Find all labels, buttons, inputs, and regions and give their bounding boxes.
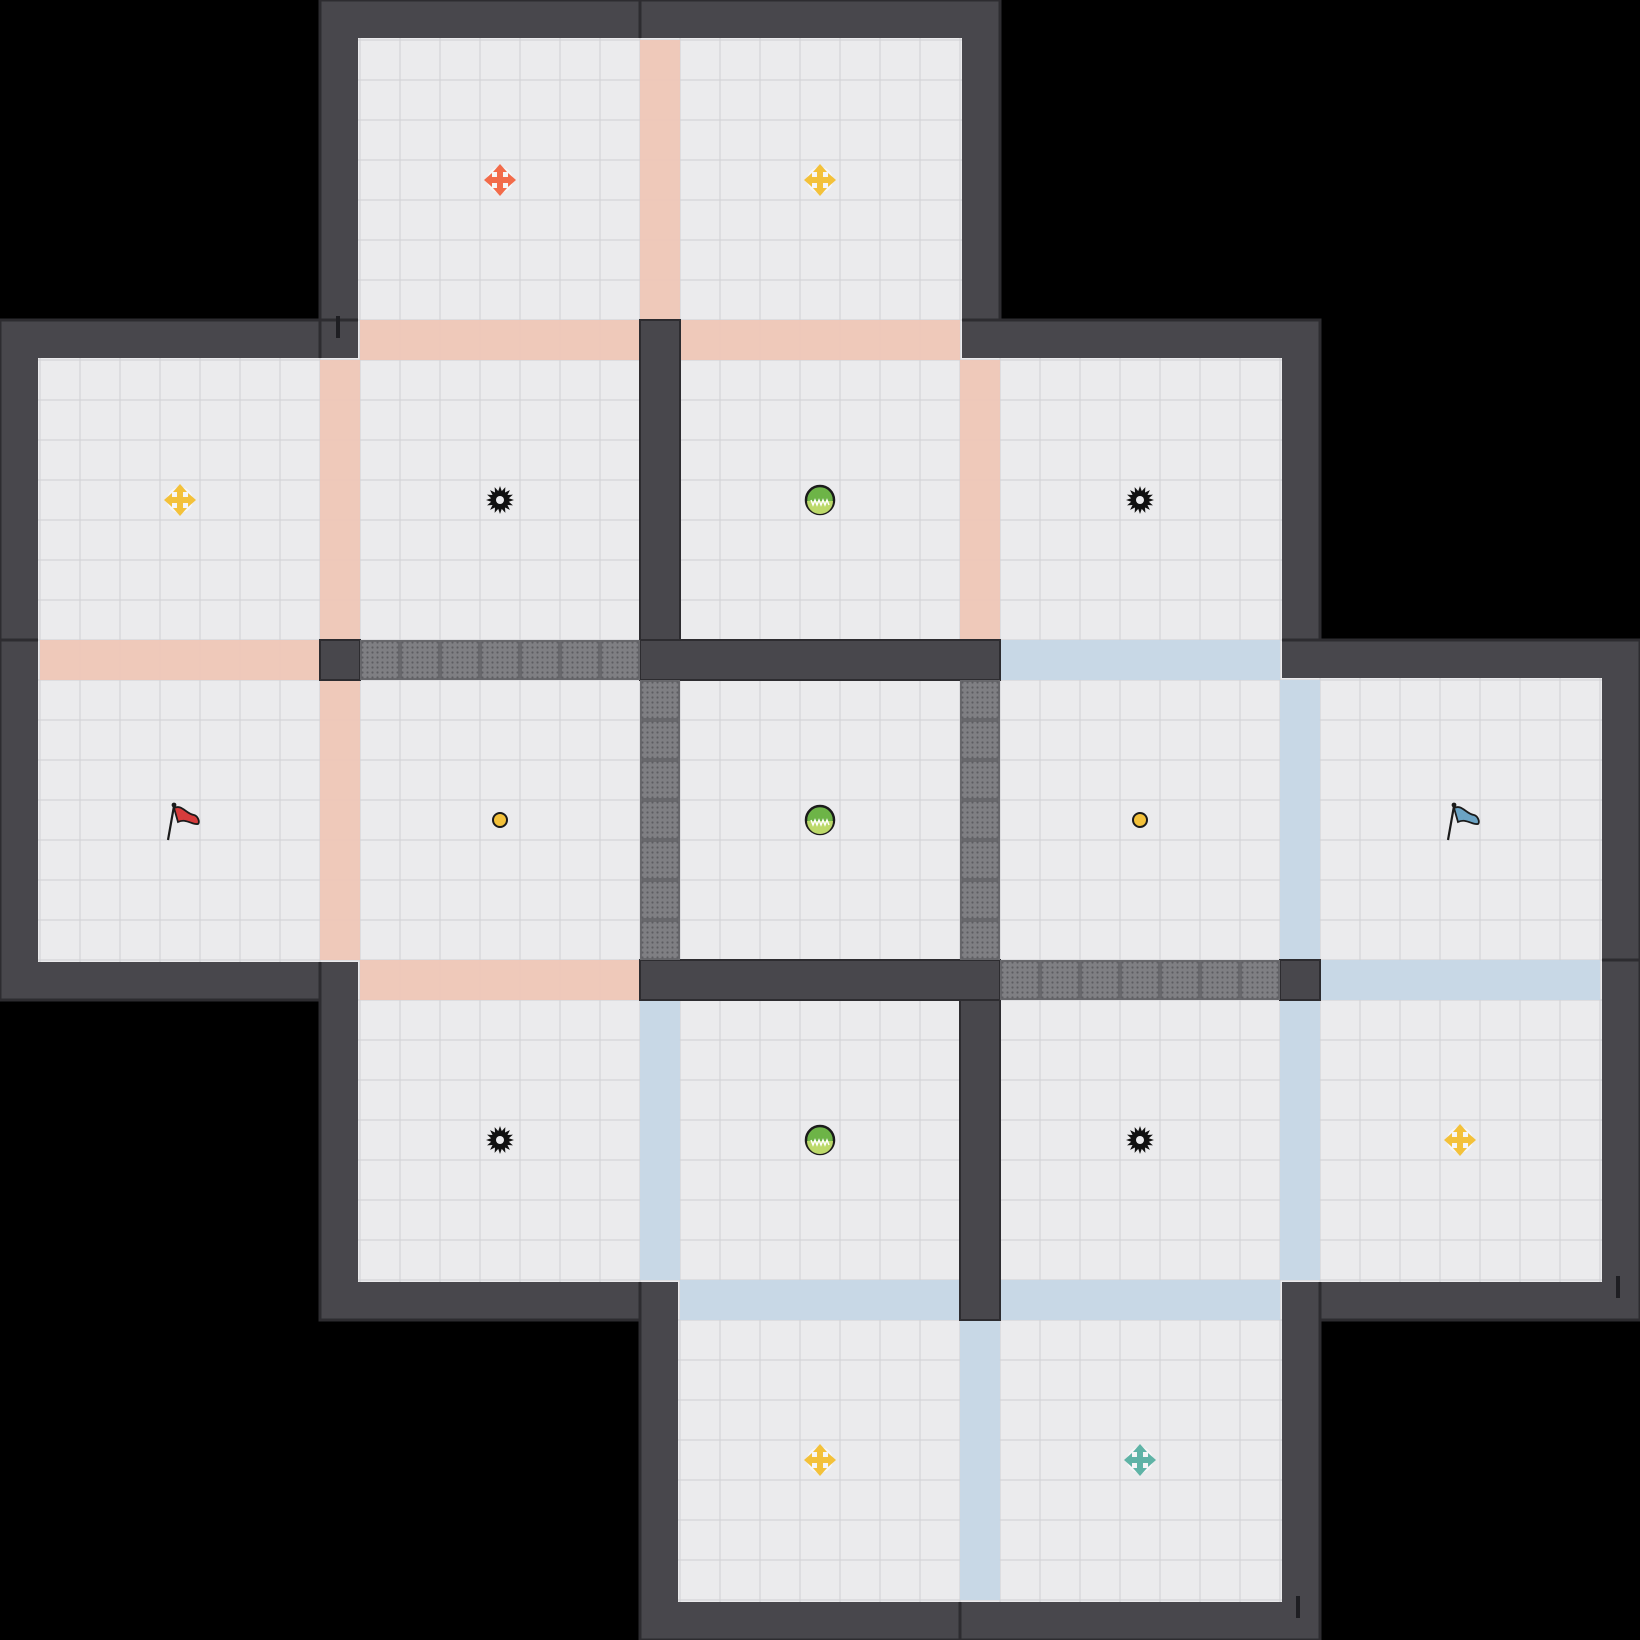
yellow-dot-icon	[1132, 812, 1148, 828]
blue-zone	[1000, 640, 1280, 680]
blue-zone	[1280, 1000, 1320, 1280]
red-zone	[680, 320, 960, 360]
door-notch	[1616, 1276, 1620, 1298]
blue-flag-icon	[1446, 802, 1480, 841]
spike-icon	[1126, 486, 1154, 514]
spike-icon	[486, 1126, 514, 1154]
green-gate-icon	[804, 804, 836, 836]
door-notch	[336, 316, 340, 338]
inner-wall	[319, 639, 361, 681]
red-zone	[40, 640, 320, 680]
red-zone	[360, 320, 640, 360]
red-zone	[960, 360, 1000, 640]
door-notch	[1296, 1596, 1300, 1618]
red-flag-icon	[166, 802, 200, 841]
spike-icon	[1126, 1126, 1154, 1154]
map-items	[164, 164, 1480, 1476]
teal-boost-icon	[1124, 1444, 1156, 1476]
grate-dots	[1000, 960, 1280, 1000]
blue-zone	[1000, 1280, 1280, 1320]
green-gate-icon	[804, 484, 836, 516]
red-zone	[320, 680, 360, 960]
red-zone	[320, 360, 360, 640]
blue-zone	[680, 1280, 960, 1320]
grate-dots	[360, 640, 640, 680]
blue-zone	[640, 1000, 680, 1280]
inner-wall	[639, 959, 1001, 1001]
yellow-boost-icon	[804, 164, 836, 196]
grate-dots	[960, 680, 1000, 960]
inner-walls	[319, 316, 1620, 1618]
team-zones	[40, 40, 1600, 1600]
inner-wall	[959, 999, 1001, 1321]
red-zone	[360, 960, 640, 1000]
blue-zone	[1320, 960, 1600, 1000]
inner-wall	[639, 639, 1001, 681]
yellow-boost-icon	[164, 484, 196, 516]
orange-boost-icon	[484, 164, 516, 196]
spike-icon	[486, 486, 514, 514]
yellow-boost-icon	[1444, 1124, 1476, 1156]
green-gate-icon	[804, 1124, 836, 1156]
blue-zone	[1280, 680, 1320, 960]
inner-wall	[1279, 959, 1321, 1001]
blue-zone	[960, 1320, 1000, 1600]
yellow-dot-icon	[492, 812, 508, 828]
yellow-boost-icon	[804, 1444, 836, 1476]
grate-dots	[640, 680, 680, 960]
red-zone	[640, 40, 680, 320]
inner-wall	[639, 319, 681, 641]
